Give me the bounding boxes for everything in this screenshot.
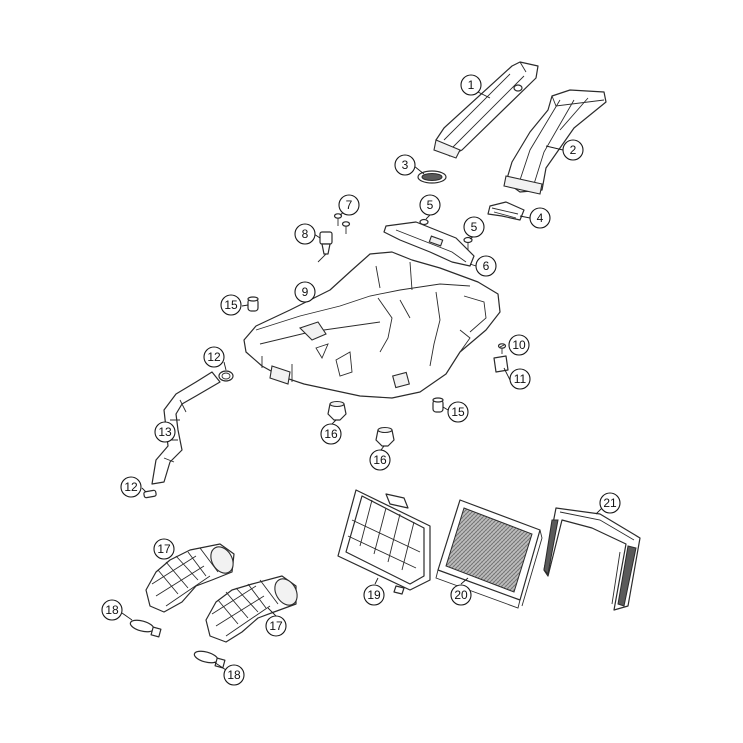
callout-label: 12 xyxy=(207,350,221,364)
callout-label: 16 xyxy=(324,427,338,441)
intake-boot-part-17b xyxy=(205,575,298,643)
callout-label: 5 xyxy=(471,220,478,234)
callout-16a: 16 xyxy=(320,423,342,445)
callout-6: 6 xyxy=(475,255,497,277)
callout-label: 2 xyxy=(570,143,577,157)
callout-2: 2 xyxy=(562,139,584,161)
callout-18b: 18 xyxy=(223,664,245,686)
callout-label: 9 xyxy=(302,285,309,299)
callout-4: 4 xyxy=(529,207,551,229)
intake-snorkel-part-1 xyxy=(433,61,539,159)
bracket-part-11 xyxy=(493,355,509,373)
callout-label: 17 xyxy=(269,619,283,633)
callout-label: 13 xyxy=(158,425,172,439)
callout-label: 12 xyxy=(124,480,138,494)
filter-guard-part-21 xyxy=(543,507,641,611)
callout-5b: 5 xyxy=(463,216,485,238)
callout-label: 18 xyxy=(227,668,241,682)
callout-label: 20 xyxy=(454,588,468,602)
callout-label: 6 xyxy=(483,259,490,273)
callout-16b: 16 xyxy=(369,449,391,471)
callout-3: 3 xyxy=(394,154,416,176)
rubber-foot-part-16a xyxy=(327,400,347,421)
screw-part-10 xyxy=(497,343,507,354)
hose-clamp-part-18b xyxy=(193,650,226,669)
seal-part-4 xyxy=(487,201,525,221)
callout-7: 7 xyxy=(338,194,360,216)
callout-label: 3 xyxy=(402,158,409,172)
clamp-part-12b xyxy=(143,489,157,499)
callout-11: 11 xyxy=(509,368,531,390)
callout-21: 21 xyxy=(599,492,621,514)
callout-18a: 18 xyxy=(101,599,123,621)
callout-label: 5 xyxy=(427,198,434,212)
callout-17b: 17 xyxy=(265,615,287,637)
callout-13: 13 xyxy=(154,421,176,443)
callout-15b: 15 xyxy=(447,401,469,423)
intake-duct-part-2 xyxy=(503,89,607,195)
plug-part-15b xyxy=(432,397,444,413)
sensor-part-8 xyxy=(317,231,333,263)
callout-label: 8 xyxy=(302,227,309,241)
callout-10: 10 xyxy=(508,334,530,356)
callout-label: 15 xyxy=(224,298,238,312)
intake-boot-part-17a xyxy=(145,543,235,613)
hose-clamp-part-18a xyxy=(129,619,162,638)
callout-label: 21 xyxy=(603,496,617,510)
hose-part-13 xyxy=(151,371,221,485)
seal-part-3 xyxy=(417,170,447,184)
filter-cage-part-19 xyxy=(337,489,431,595)
callout-5a: 5 xyxy=(419,194,441,216)
callout-label: 15 xyxy=(451,405,465,419)
callout-label: 11 xyxy=(514,372,527,386)
callout-12b: 12 xyxy=(120,476,142,498)
callout-19: 19 xyxy=(363,584,385,606)
clamp-part-12a xyxy=(218,370,234,382)
plug-part-15a xyxy=(247,296,259,312)
callout-20: 20 xyxy=(450,584,472,606)
airbox-lid-part-6 xyxy=(383,221,475,267)
screw-part-7 xyxy=(333,213,351,234)
callout-label: 1 xyxy=(468,78,475,92)
callout-1: 1 xyxy=(460,74,482,96)
callout-8: 8 xyxy=(294,223,316,245)
callout-9: 9 xyxy=(294,281,316,303)
callout-12a: 12 xyxy=(203,346,225,368)
callout-label: 18 xyxy=(105,603,119,617)
callout-label: 7 xyxy=(346,198,353,212)
air-filter-part-20 xyxy=(435,499,543,609)
callout-label: 17 xyxy=(157,542,171,556)
rubber-foot-part-16b xyxy=(375,426,395,447)
callout-15a: 15 xyxy=(220,294,242,316)
callout-label: 10 xyxy=(512,338,526,352)
callout-label: 4 xyxy=(537,211,544,225)
callout-label: 19 xyxy=(367,588,381,602)
callout-17a: 17 xyxy=(153,538,175,560)
airbox-housing-part-9 xyxy=(243,251,501,399)
callout-label: 16 xyxy=(373,453,387,467)
